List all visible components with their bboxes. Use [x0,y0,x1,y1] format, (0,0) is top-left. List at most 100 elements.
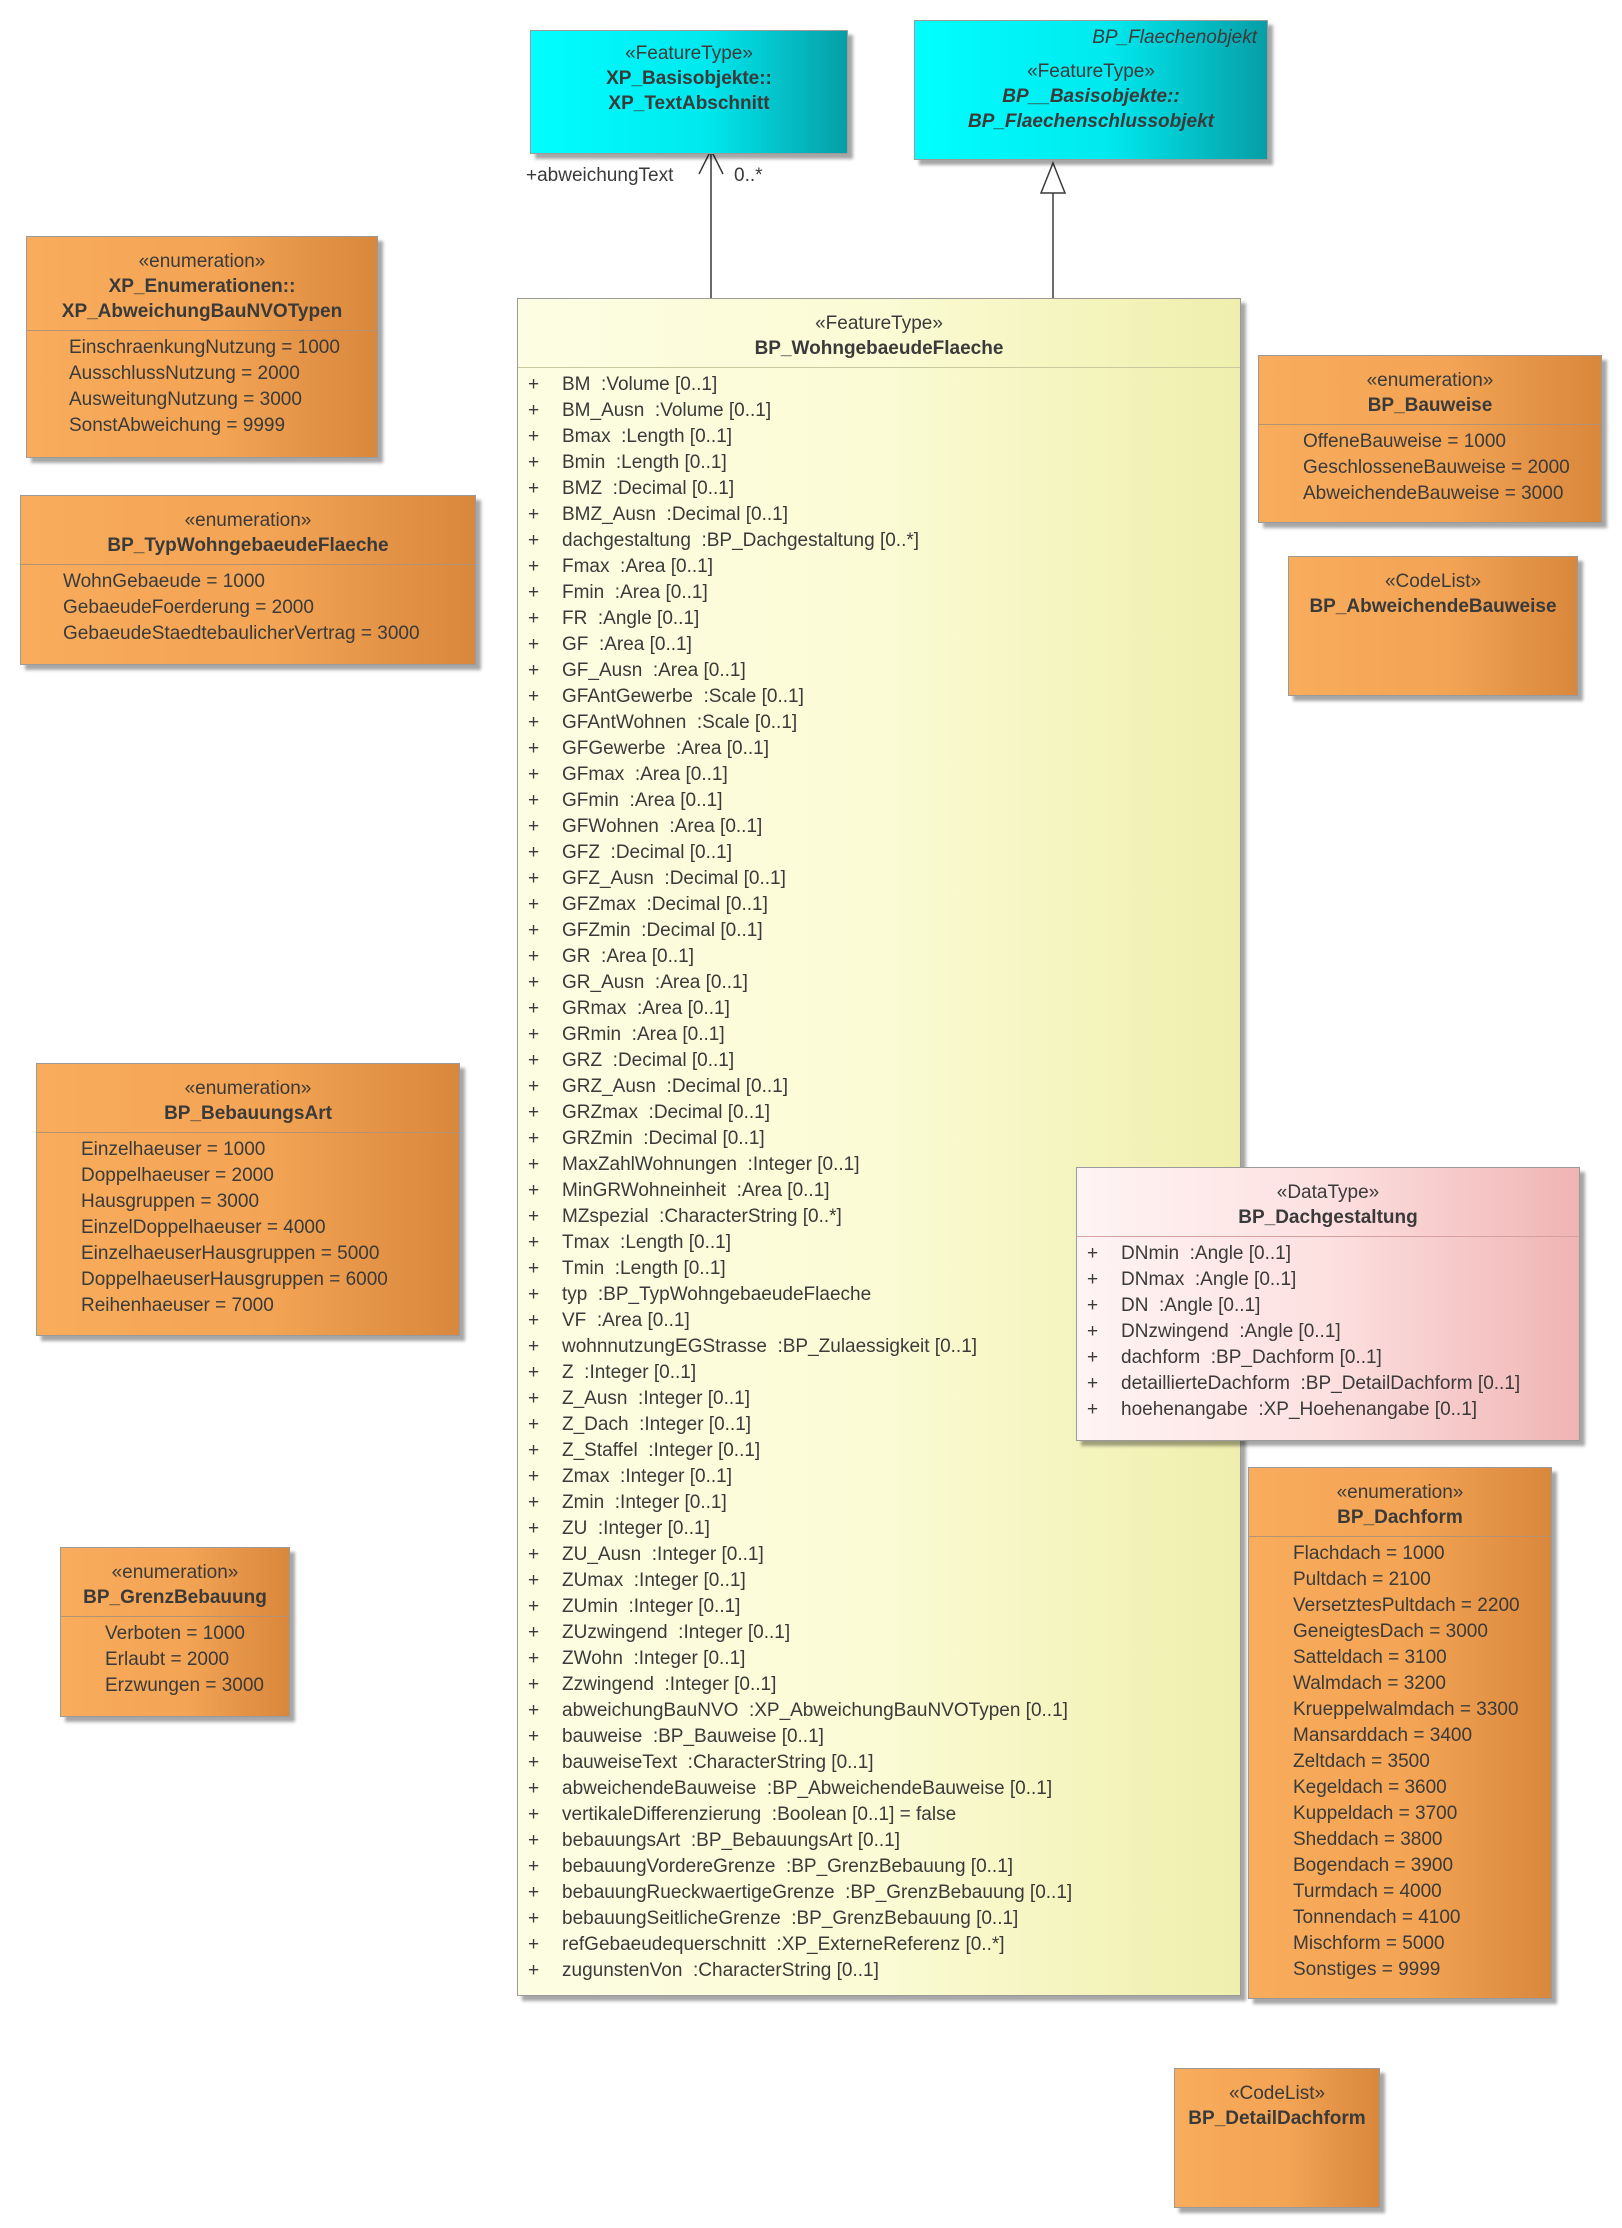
visibility-marker: + [528,1856,540,1877]
visibility-marker: + [1087,1321,1099,1342]
enum-bp-typwohngebaeudeflaeche[interactable]: «enumeration» BP_TypWohngebaeudeFlaeche … [20,495,476,665]
enum-literal: Verboten = 1000 [105,1623,245,1644]
enum-literal: EinschraenkungNutzung = 1000 [69,337,340,358]
attribute-row: +dachgestaltung :BP_Dachgestaltung [0..*… [528,528,1240,554]
visibility-marker: + [528,764,540,785]
datatype-bp-dachgestaltung[interactable]: «DataType» BP_Dachgestaltung +DNmin :Ang… [1076,1167,1580,1441]
attribute-text: Z_Staffel :Integer [0..1] [562,1440,761,1461]
codelist-bp-detaildachform[interactable]: «CodeList» BP_DetailDachform [1174,2068,1380,2208]
attribute-text: GF_Ausn :Area [0..1] [562,660,746,681]
attribute-text: GRZmin :Decimal [0..1] [562,1128,765,1149]
attribute-row: +GRZ_Ausn :Decimal [0..1] [528,1074,1240,1100]
visibility-marker: + [528,1752,540,1773]
visibility-marker: + [528,1258,540,1279]
attribute-text: bebauungsArt :BP_BebauungsArt [0..1] [562,1830,901,1851]
enum-literal: Flachdach = 1000 [1293,1543,1445,1564]
visibility-marker: + [528,920,540,941]
visibility-marker: + [528,608,540,629]
attribute-text: ZU_Ausn :Integer [0..1] [562,1544,764,1565]
enum-literal: WohnGebaeude = 1000 [63,571,265,592]
attribute-row: +DN :Angle [0..1] [1087,1293,1579,1319]
attribute-text: ZU :Integer [0..1] [562,1518,710,1539]
attribute-row: +Fmax :Area [0..1] [528,554,1240,580]
attribute-text: refGebaeudequerschnitt :XP_ExterneRefere… [562,1934,1005,1955]
attribute-row: +Bmax :Length [0..1] [528,424,1240,450]
enum-bp-grenzbebauung[interactable]: «enumeration» BP_GrenzBebauung Verboten … [60,1547,290,1717]
class-xp-textabschnitt[interactable]: «FeatureType» XP_Basisobjekte:: XP_TextA… [530,30,848,154]
class-name-line1: XP_Basisobjekte:: [606,68,772,89]
enum-literal: Bogendach = 3900 [1293,1855,1454,1876]
attribute-row: +vertikaleDifferenzierung :Boolean [0..1… [528,1802,1240,1828]
attribute-row: +Z_Dach :Integer [0..1] [528,1412,1240,1438]
attribute-row: +Zmax :Integer [0..1] [528,1464,1240,1490]
stereotype-label: «DataType» [1276,1182,1380,1203]
enum-literal: Turmdach = 4000 [1293,1881,1442,1902]
visibility-marker: + [528,1492,540,1513]
attribute-row: +GFZ_Ausn :Decimal [0..1] [528,866,1240,892]
attribute-text: detaillierteDachform :BP_DetailDachform … [1121,1373,1521,1394]
attribute-row: +bauweiseText :CharacterString [0..1] [528,1750,1240,1776]
visibility-marker: + [528,1570,540,1591]
class-bp-flaechenschlussobjekt[interactable]: BP_Flaechenobjekt «FeatureType» BP__Basi… [914,20,1268,160]
visibility-marker: + [528,1830,540,1851]
stereotype-label: «enumeration» [111,1562,239,1583]
enum-literal: Reihenhaeuser = 7000 [81,1295,274,1316]
attribute-row: +detaillierteDachform :BP_DetailDachform… [1087,1371,1579,1397]
attribute-text: abweichendeBauweise :BP_AbweichendeBauwe… [562,1778,1053,1799]
stereotype-label: «enumeration» [138,251,266,272]
attribute-text: GRZ_Ausn :Decimal [0..1] [562,1076,788,1097]
attribute-text: GFZ :Decimal [0..1] [562,842,732,863]
visibility-marker: + [528,1362,540,1383]
codelist-bp-abweichendebauweise[interactable]: «CodeList» BP_AbweichendeBauweise [1288,556,1578,696]
visibility-marker: + [528,1778,540,1799]
enum-bp-bebauungsart[interactable]: «enumeration» BP_BebauungsArt Einzelhaeu… [36,1063,460,1336]
visibility-marker: + [528,998,540,1019]
attribute-row: +GFGewerbe :Area [0..1] [528,736,1240,762]
attribute-text: typ :BP_TypWohngebaeudeFlaeche [562,1284,872,1305]
visibility-marker: + [528,1336,540,1357]
stereotype-label: «enumeration» [184,510,312,531]
visibility-marker: + [528,1284,540,1305]
attribute-row: +GFWohnen :Area [0..1] [528,814,1240,840]
attribute-text: GRZmax :Decimal [0..1] [562,1102,770,1123]
visibility-marker: + [528,400,540,421]
attribute-text: vertikaleDifferenzierung :Boolean [0..1]… [562,1804,957,1825]
attribute-text: wohnnutzungEGStrasse :BP_Zulaessigkeit [… [562,1336,978,1357]
attribute-text: Z_Ausn :Integer [0..1] [562,1388,750,1409]
visibility-marker: + [528,1908,540,1929]
attribute-text: MinGRWohneinheit :Area [0..1] [562,1180,830,1201]
visibility-marker: + [528,972,540,993]
attribute-row: +GF_Ausn :Area [0..1] [528,658,1240,684]
attribute-text: MZspezial :CharacterString [0..*] [562,1206,842,1227]
class-bp-wohngebaeudeflaeche[interactable]: «FeatureType» BP_WohngebaeudeFlaeche +BM… [517,298,1241,1996]
visibility-marker: + [528,1882,540,1903]
attribute-row: +GRmin :Area [0..1] [528,1022,1240,1048]
class-name-line2: XP_TextAbschnitt [608,93,770,114]
attribute-text: GFZmin :Decimal [0..1] [562,920,763,941]
attribute-text: abweichungBauNVO :XP_AbweichungBauNVOTyp… [562,1700,1068,1721]
attribute-row: +MZspezial :CharacterString [0..*] [528,1204,1240,1230]
enum-literal: Erlaubt = 2000 [105,1649,230,1670]
enum-name: BP_BebauungsArt [164,1103,332,1124]
visibility-marker: + [528,1388,540,1409]
attribute-row: +ZUmax :Integer [0..1] [528,1568,1240,1594]
visibility-marker: + [528,504,540,525]
attribute-text: MaxZahlWohnungen :Integer [0..1] [562,1154,860,1175]
visibility-marker: + [528,1960,540,1981]
enum-bp-bauweise[interactable]: «enumeration» BP_Bauweise OffeneBauweise… [1258,355,1602,523]
attribute-row: +ZU :Integer [0..1] [528,1516,1240,1542]
enum-literal: GeschlosseneBauweise = 2000 [1303,457,1570,478]
enum-xp-abweichungbaunvotypen[interactable]: «enumeration» XP_Enumerationen:: XP_Abwe… [26,236,378,458]
attribute-text: GFZ_Ausn :Decimal [0..1] [562,868,786,889]
attribute-row: +Z :Integer [0..1] [528,1360,1240,1386]
enum-bp-dachform[interactable]: «enumeration» BP_Dachform Flachdach = 10… [1248,1467,1552,1999]
attribute-text: Tmin :Length [0..1] [562,1258,726,1279]
attribute-row: +BM_Ausn :Volume [0..1] [528,398,1240,424]
attribute-text: GFZmax :Decimal [0..1] [562,894,768,915]
enum-literal: SonstAbweichung = 9999 [69,415,286,436]
attribute-text: bebauungVordereGrenze :BP_GrenzBebauung … [562,1856,1014,1877]
attribute-text: zugunstenVon :CharacterString [0..1] [562,1960,879,1981]
attribute-text: Fmax :Area [0..1] [562,556,713,577]
